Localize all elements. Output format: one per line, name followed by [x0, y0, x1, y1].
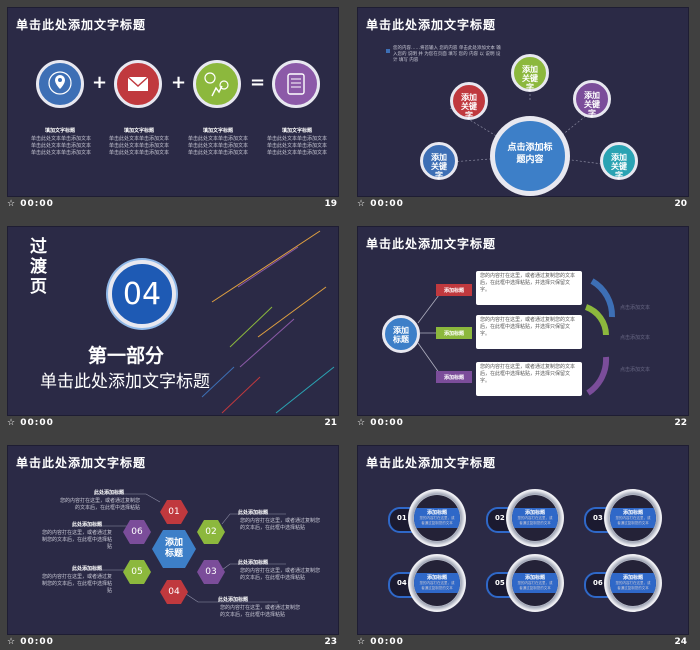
hex-badge-02: 02 — [197, 520, 225, 544]
hex-badge-04: 04 — [160, 580, 188, 604]
hex-badge-01: 01 — [160, 500, 188, 524]
keyword-circle: 添加关键字 — [420, 142, 458, 180]
center-magnifier-circle: 点击添加标题内容 — [490, 116, 570, 196]
row-tag: 添加标题 — [436, 284, 472, 296]
slide-thumbnail-22[interactable]: 单击此处添加文字标题 添加标题 添加标题 您的内容打在这里，或者通过复制您的文本… — [350, 219, 689, 431]
section-number-badge: 04 — [108, 260, 176, 328]
item-text: 单击此处文本单击添加文本单击此处文本单击添加文本单击此处文本单击添加文本 — [266, 136, 327, 156]
keyword-circle: 添加关键字 — [511, 54, 549, 92]
slide-canvas: 单击此处添加文字标题 + + = 填加文字标题 单击此处文本单击添加文本单击此处… — [7, 7, 339, 197]
timing-label: ☆ 00:00 — [7, 418, 54, 428]
note-label: 此处添加标题 — [218, 597, 249, 603]
slide-title: 单击此处添加文字标题 — [366, 456, 497, 470]
note-text: 您的内容打在这里，或者通过复制您的文本后，在此框中选择粘贴 — [42, 574, 113, 594]
slide-thumbnail-23[interactable]: 单击此处添加文字标题 此处添加标题 您的内容打在这里，或者通过复制您的文本后，在… — [0, 438, 339, 650]
slide-canvas: 过渡页 04 第一部分 单击此处添加文字标题 — [7, 226, 339, 416]
center-circle: 添加标题 — [382, 315, 420, 353]
slide-footer: ☆ 00:00 21 — [7, 417, 337, 431]
slide-thumbnail-24[interactable]: 单击此处添加文字标题 01 添加标题 您的内容打在这里，或者通过复制您的文本 0… — [350, 438, 689, 650]
card-inner: 添加标题 您的内容打在这里，或者通过复制您的文本 — [414, 495, 460, 541]
row-side-label: 点击添加文本 — [620, 305, 651, 311]
card-inner: 添加标题 您的内容打在这里，或者通过复制您的文本 — [610, 495, 656, 541]
row-side-label: 点击添加文本 — [620, 367, 651, 373]
slide-number: 24 — [674, 637, 687, 647]
item-text: 单击此处文本单击添加文本单击此处文本单击添加文本单击此处文本单击添加文本 — [187, 136, 248, 156]
keyword-circle: 添加关键字 — [600, 142, 638, 180]
slide-number: 19 — [324, 199, 337, 209]
note-text: 您的内容打在这里，或者通过复制您的文本后，在此框中选择粘贴 — [220, 605, 301, 618]
slide-footer: ☆ 00:00 19 — [7, 198, 337, 212]
note-text: 您的内容打在这里，或者通过复制您的文本后，在此框中选择粘贴 — [240, 568, 321, 581]
slide-canvas: 单击此处添加文字标题 01 添加标题 您的内容打在这里，或者通过复制您的文本 0… — [357, 445, 689, 635]
note-text: 您的内容打在这里，或者通过复制您的文本后，在此框中选择粘贴 — [240, 518, 321, 531]
row-textbox: 您的内容打在这里，或者通过复制您的文本后，在此框中选择粘贴，并选择只保留文字。 — [476, 362, 582, 396]
note-label: 此处添加标题 — [238, 560, 269, 566]
row-tag: 添加标题 — [436, 327, 472, 339]
item-label: 填加文字标题 — [281, 128, 312, 134]
slide-title: 单击此处添加文字标题 — [16, 456, 147, 470]
card-inner: 添加标题 您的内容打在这里，或者通过复制您的文本 — [610, 560, 656, 606]
slide-footer: ☆ 00:00 24 — [357, 636, 687, 650]
item-text: 单击此处文本单击添加文本单击此处文本单击添加文本单击此处文本单击添加文本 — [30, 136, 91, 156]
item-label: 填加文字标题 — [123, 128, 154, 134]
item-label: 填加文字标题 — [202, 128, 233, 134]
note-label: 此处添加标题 — [238, 510, 269, 516]
vertical-title: 过渡页 — [30, 237, 47, 297]
keyword-circle: 添加关键字 — [573, 80, 611, 118]
scroll-icon — [272, 60, 320, 108]
timing-label: ☆ 00:00 — [7, 199, 54, 209]
plus-operator: + — [171, 72, 187, 93]
part-subtitle: 单击此处添加文字标题 — [40, 372, 210, 392]
slide-canvas: 单击此处添加文字标题 添加标题 添加标题 您的内容打在这里，或者通过复制您的文本… — [357, 226, 689, 416]
plus-operator: + — [92, 72, 108, 93]
hex-badge-03: 03 — [197, 560, 225, 584]
slide-number: 22 — [674, 418, 687, 428]
part-heading: 第一部分 — [88, 345, 165, 367]
item-label: 填加文字标题 — [44, 128, 75, 134]
slide-footer: ☆ 00:00 22 — [357, 417, 687, 431]
slide-thumbnail-20[interactable]: 单击此处添加文字标题 您的内容……将首输入 您的内容 单击此处添加文本 输入您的… — [350, 0, 689, 212]
slide-number: 20 — [674, 199, 687, 209]
row-side-label: 点击添加文本 — [620, 335, 651, 341]
leader-lines — [74, 493, 286, 603]
slide-thumbnail-19[interactable]: 单击此处添加文字标题 + + = 填加文字标题 单击此处文本单击添加文本单击此处… — [0, 0, 339, 212]
location-pin-icon — [36, 60, 84, 108]
timing-label: ☆ 00:00 — [7, 637, 54, 647]
team-icon — [193, 60, 241, 108]
slide-thumbnail-21[interactable]: 过渡页 04 第一部分 单击此处添加文字标题 ☆ 00:00 21 — [0, 219, 339, 431]
slide-footer: ☆ 00:00 20 — [357, 198, 687, 212]
card-inner: 添加标题 您的内容打在这里，或者通过复制您的文本 — [414, 560, 460, 606]
equals-operator: = — [250, 72, 266, 93]
note-label: 此处添加标题 — [72, 566, 103, 572]
timing-label: ☆ 00:00 — [357, 418, 404, 428]
slide-number: 21 — [324, 418, 337, 428]
card-inner: 添加标题 您的内容打在这里，或者通过复制您的文本 — [512, 495, 558, 541]
note-label: 此处添加标题 — [72, 522, 103, 528]
bullet-square-icon — [386, 49, 390, 53]
timing-label: ☆ 00:00 — [357, 637, 404, 647]
slide-title: 单击此处添加文字标题 — [16, 18, 147, 32]
row-tag: 添加标题 — [436, 371, 472, 383]
slide-title: 单击此处添加文字标题 — [366, 18, 497, 32]
note-text: 您的内容打在这里，或者通过复制您的文本后，在此框中选择粘贴 — [42, 530, 113, 550]
row-textbox: 您的内容打在这里，或者通过复制您的文本后，在此框中选择粘贴，并选择只保留文字。 — [476, 315, 582, 349]
envelope-icon — [114, 60, 162, 108]
intro-text: 您的内容……将首输入 您的内容 单击此处添加文本 输入您的 说明 并 为您在页面… — [393, 46, 501, 63]
note-text: 您的内容打在这里，或者通过复制您的文本后，在此框中选择粘贴 — [60, 498, 141, 511]
slide-footer: ☆ 00:00 23 — [7, 636, 337, 650]
keyword-circle: 添加关键字 — [450, 82, 488, 120]
decorative-streaks — [201, 230, 335, 414]
card-inner: 添加标题 您的内容打在这里，或者通过复制您的文本 — [512, 560, 558, 606]
timing-label: ☆ 00:00 — [357, 199, 404, 209]
row-textbox: 您的内容打在这里，或者通过复制您的文本后，在此框中选择粘贴，并选择只保留文字。 — [476, 271, 582, 305]
slide-number: 23 — [324, 637, 337, 647]
note-label: 此处添加标题 — [94, 490, 125, 496]
slide-canvas: 单击此处添加文字标题 此处添加标题 您的内容打在这里，或者通过复制您的文本后，在… — [7, 445, 339, 635]
slide-title: 单击此处添加文字标题 — [366, 237, 497, 251]
slide-canvas: 单击此处添加文字标题 您的内容……将首输入 您的内容 单击此处添加文本 输入您的… — [357, 7, 689, 197]
item-text: 单击此处文本单击添加文本单击此处文本单击添加文本单击此处文本单击添加文本 — [108, 136, 169, 156]
